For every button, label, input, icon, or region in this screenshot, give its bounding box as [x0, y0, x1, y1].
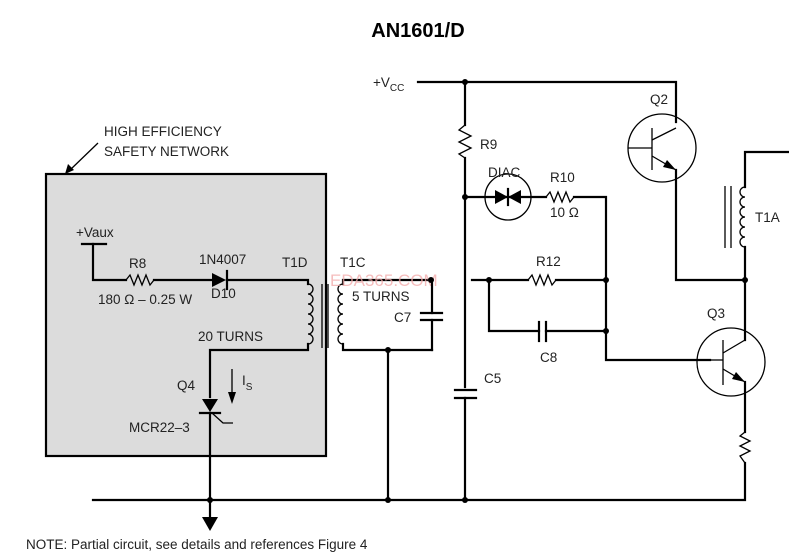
- q3-npn-transistor-icon: [710, 339, 746, 385]
- t1a-label: T1A: [755, 210, 780, 225]
- watermark: EDA365.COM: [330, 271, 438, 290]
- q2-label: Q2: [650, 92, 668, 107]
- safety-network-label-1: HIGH EFFICIENCY: [104, 124, 222, 139]
- safety-network-box: [44, 172, 328, 458]
- t1d-coil-icon: [307, 283, 314, 345]
- q4-part-label: MCR22–3: [129, 420, 190, 435]
- wire: [341, 342, 434, 352]
- diac-icon: [463, 187, 548, 207]
- wire: [674, 168, 747, 282]
- r12-label: R12: [536, 254, 561, 269]
- t1c-turns: 5 TURNS: [352, 289, 410, 304]
- r10-value: 10 Ω: [550, 205, 579, 220]
- note-text: NOTE: Partial circuit, see details and r…: [26, 537, 368, 552]
- wire: [225, 278, 310, 286]
- wire: [572, 195, 712, 362]
- wire: [743, 150, 789, 189]
- r8-value: 180 Ω – 0.25 W: [98, 292, 192, 307]
- q2-npn-transistor-icon: [628, 127, 677, 171]
- t1c-coil-icon: [337, 283, 344, 345]
- r8-label: R8: [129, 256, 146, 271]
- wire: [341, 278, 434, 286]
- junction: [428, 277, 434, 283]
- wire: [487, 278, 541, 333]
- document-title: AN1601/D: [371, 20, 464, 42]
- r10-label: R10: [550, 170, 575, 185]
- q3-label: Q3: [707, 306, 725, 321]
- emitter-resistor-icon: [738, 431, 752, 464]
- t1a-coil-icon: [739, 186, 746, 248]
- c5-capacitor-icon: [453, 388, 478, 400]
- r10-resistor-icon: [545, 190, 575, 204]
- wire: [208, 342, 310, 399]
- junction: [207, 497, 213, 503]
- t1d-label: T1D: [282, 255, 308, 270]
- c8-label: C8: [540, 350, 557, 365]
- vaux-label: +Vaux: [76, 225, 114, 240]
- junction: [385, 497, 391, 503]
- d10-part-label: 1N4007: [199, 252, 246, 267]
- wire: [91, 242, 128, 282]
- r8-resistor-icon: [125, 273, 155, 287]
- pointer-arrow-icon: [65, 142, 99, 174]
- is-label: IS: [242, 373, 253, 393]
- vcc-label: +VCC: [373, 75, 404, 94]
- vcc-rail: [416, 80, 678, 124]
- ground-arrow-icon: [202, 517, 218, 531]
- r9-label: R9: [480, 137, 497, 152]
- r9-resistor-icon: [457, 124, 473, 159]
- r12-resistor-icon: [527, 273, 557, 287]
- t1d-turns: 20 TURNS: [198, 329, 263, 344]
- q3-circle: [696, 327, 766, 397]
- t1c-label: T1C: [340, 255, 366, 270]
- current-arrow-icon: [228, 369, 236, 404]
- safety-network-label-2: SAFETY NETWORK: [104, 144, 229, 159]
- c5-label: C5: [484, 371, 501, 386]
- d10-label: D10: [211, 286, 236, 301]
- diac-label: DIAC: [488, 165, 521, 180]
- junction: [742, 277, 748, 283]
- ground-rail: [91, 461, 747, 502]
- q4-label: Q4: [177, 378, 196, 393]
- c7-label: C7: [394, 310, 411, 325]
